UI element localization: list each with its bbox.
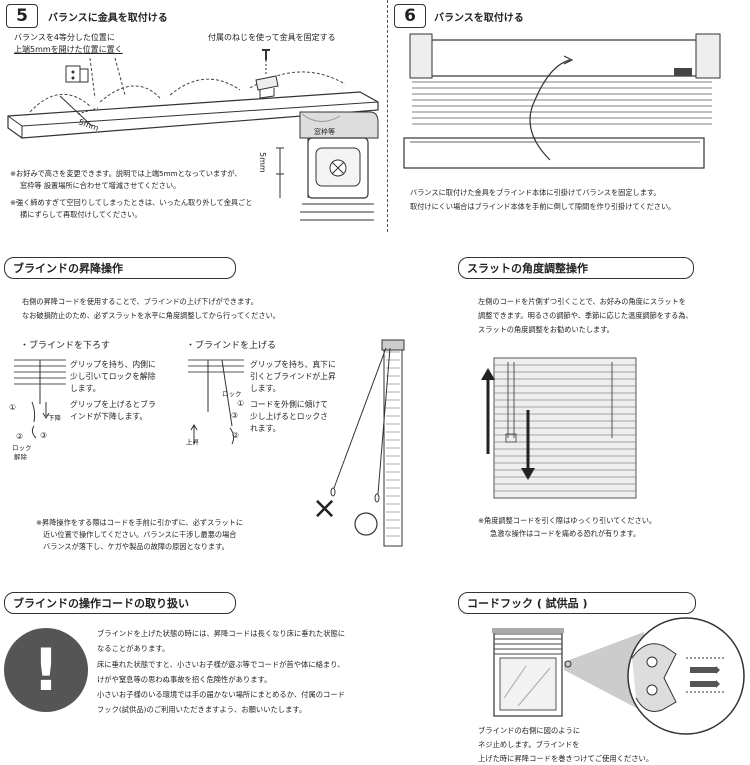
hook-desc-3: 上げた時に昇降コードを巻きつけてご使用ください。 — [478, 754, 654, 763]
lower-illustration — [14, 359, 66, 439]
lower-text-2: 少し引いてロックを解除 — [70, 372, 156, 381]
step-6-desc-2: 取付けにくい場合はブラインド本体を手前に倒して隙間を作り引掛けてください。 — [410, 202, 676, 211]
valance-attach-illustration — [403, 33, 721, 169]
step-5-note-2a: ※強く締めすぎて空回りしてしまったときは、いったん取り外して金具ごと — [10, 198, 253, 207]
dim-5mm-b: 5mm — [258, 152, 267, 173]
lower-title: ・ブラインドを下ろす — [20, 341, 111, 351]
lift-intro-1: 右側の昇降コードを使用することで、ブラインドの上げ下げができます。 — [22, 297, 258, 306]
cord-text-1: ブラインドを上げた状態の時には、昇降コードは長くなり床に垂れた状態に — [97, 629, 346, 638]
cord-heading: ブラインドの操作コードの取り扱い — [4, 592, 236, 614]
cord-text-6: フック(試供品)のご利用いただきますよう、お願いいたします。 — [97, 705, 307, 714]
lower-step-3: ③ — [40, 431, 48, 440]
lift-warning-1: ※昇降操作をする際はコードを手前に引かずに、必ずスラットに — [36, 518, 244, 527]
step-divider — [387, 0, 388, 232]
cord-text-4: けがや窒息等の思わぬ事故を招く危険性があります。 — [97, 675, 272, 684]
cord-text-2: なることがあります。 — [97, 644, 170, 653]
wrong-cross-mark: × — [312, 491, 338, 526]
raise-step-2: ② — [232, 431, 240, 440]
lower-text-3: します。 — [70, 384, 101, 393]
raise-text-1: グリップを持ち、真下に — [250, 360, 336, 369]
step-6-title: バランスを取付ける — [434, 13, 524, 24]
lock-release-2: 解除 — [14, 453, 27, 461]
raise-text-5: 少し上げるとロックさ — [250, 412, 328, 421]
valance-bracket-illustration: 5mm — [7, 49, 379, 221]
raise-text-4: コードを外側に傾けて — [250, 400, 328, 409]
raise-text-6: れます。 — [250, 424, 281, 433]
step-5-label-quarter-2: 上端5mmを開けた位置に置く — [14, 45, 123, 54]
slat-note-1: ※角度調整コードを引く際はゆっくり引いてください。 — [478, 516, 657, 525]
lift-warning-3: バランスが落下し、ケガや製品の故障の原因となります。 — [43, 542, 229, 551]
up-label: 上昇 — [186, 438, 199, 446]
lock-label: ロック — [222, 390, 242, 398]
slat-desc-2: 調整できます。明るさの調節や、季節に応じた温度調節をする為、 — [478, 311, 693, 320]
lower-step-1: ① — [9, 403, 17, 412]
hook-desc-1: ブラインドの右側に図のように — [478, 726, 581, 735]
raise-illustration — [188, 359, 244, 445]
raise-title: ・ブラインドを上げる — [186, 341, 277, 351]
frame-label: 窓枠等 — [314, 128, 335, 136]
cord-text-3: 床に垂れた状態ですと、小さいお子様が遊ぶ等でコードが首や体に絡まり、 — [97, 660, 345, 669]
lift-intro-2: なお破損防止のため、必ずスラットを水平に角度調整してから行ってください。 — [22, 311, 280, 320]
hook-desc-2: ネジ止めします。ブラインドを — [478, 740, 580, 749]
step-6-number: 6 — [394, 4, 426, 28]
lift-heading: ブラインドの昇降操作 — [4, 257, 236, 279]
raise-text-2: 引くとブラインドが上昇 — [250, 372, 336, 381]
hook-heading: コードフック ( 試供品 ) — [458, 592, 696, 614]
slat-desc-1: 左側のコードを片側ずつ引くことで、お好みの角度にスラットを — [478, 297, 686, 306]
cord-angle-illustration — [330, 339, 405, 547]
slat-angle-illustration — [493, 357, 637, 499]
slat-arrows — [481, 368, 535, 480]
step-5-label-screw: 付属のねじを使って金具を固定する — [208, 33, 336, 42]
step-5-note-1b: 窓枠等 設置場所に合わせて増減させてください。 — [20, 181, 181, 190]
warning-icon: ! — [4, 628, 88, 712]
lock-release-1: ロック — [12, 444, 32, 452]
cord-hook-illustration — [492, 617, 745, 735]
slat-heading: スラットの角度調整操作 — [458, 257, 694, 279]
raise-step-3: ③ — [231, 411, 239, 420]
lower-text-1: グリップを持ち、内側に — [70, 360, 156, 369]
cord-text-5: 小さいお子様のいる環境では手の届かない場所にまとめるか、付属のコード — [97, 690, 345, 699]
lower-text-4: グリップを上げるとブラ — [70, 400, 156, 409]
down-label: 下降 — [48, 414, 61, 422]
raise-text-3: します。 — [250, 384, 281, 393]
lower-step-2: ② — [16, 432, 24, 441]
slat-note-2: 急激な操作はコードを痛める恐れが有ります。 — [490, 529, 641, 538]
step-5-note-2b: 横にずらして再取付けしてください。 — [20, 210, 142, 219]
step-5-number: 5 — [6, 4, 38, 28]
lower-text-5: インドが下降します。 — [70, 412, 148, 421]
step-5-label-quarter-1: バランスを4等分した位置に — [14, 33, 115, 42]
lift-warning-2: 近い位置で操作してください。バランスに干渉し最悪の場合 — [43, 530, 237, 539]
step-5-title: バランスに金具を取付ける — [48, 13, 168, 24]
step-6-desc-1: バランスに取付けた金具をブラインド本体に引掛けてバランスを固定します。 — [410, 188, 661, 197]
step-5-note-1a: ※お好みで高さを変更できます。説明では上端5mmとなっていますが、 — [10, 169, 242, 178]
slat-desc-3: スラットの角度調整をお勧めいたします。 — [478, 325, 614, 334]
raise-step-1: ① — [237, 399, 245, 408]
